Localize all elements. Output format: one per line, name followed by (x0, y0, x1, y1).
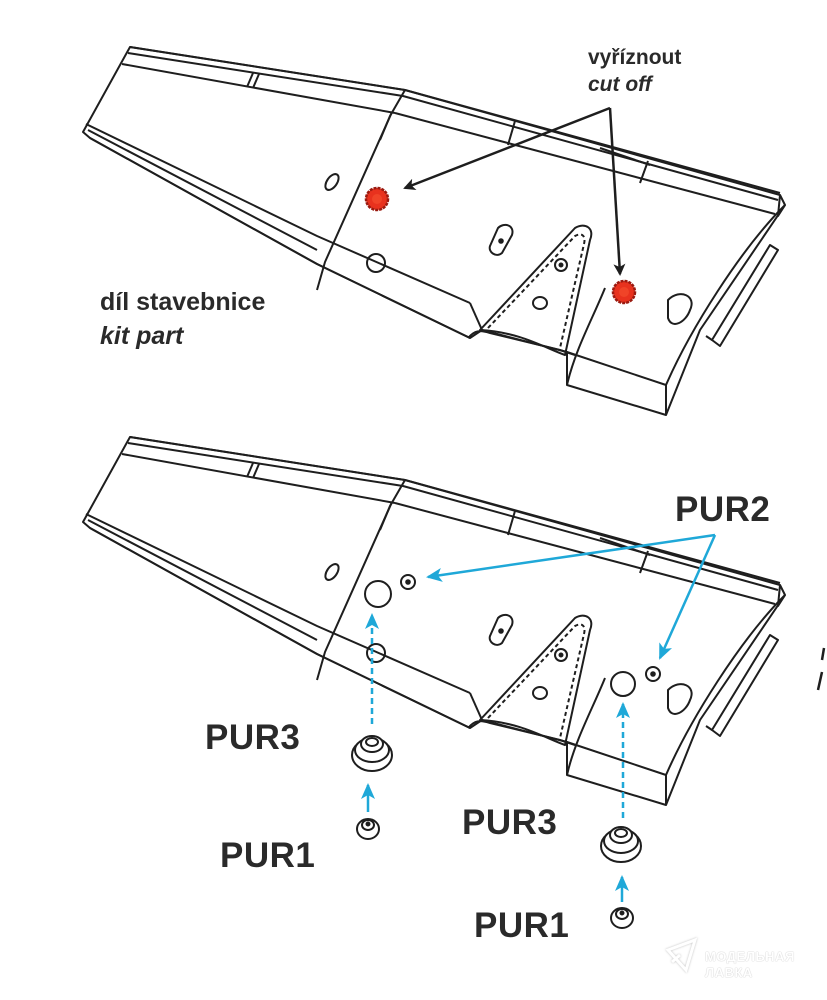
pur-stack-left (351, 613, 393, 840)
cut-marker-left (364, 186, 390, 212)
kit-part-label-cz: díl stavebnice (100, 288, 266, 316)
cut-marker-right (611, 279, 637, 305)
kit-part-label-en: kit part (100, 322, 184, 350)
pur1-part-left (356, 818, 380, 840)
pur2-arrows (426, 533, 717, 660)
pur-holes (364, 574, 661, 697)
pur3-label-left: PUR3 (205, 718, 301, 757)
pur3-part-left (351, 735, 393, 772)
watermark-line1: МОДЕЛЬНАЯ (705, 949, 795, 964)
watermark-line2: ЛАВКА (705, 965, 753, 980)
pur1-part-right (610, 907, 634, 929)
paper-plane-icon (665, 937, 698, 973)
cropped-text-fragment (816, 647, 826, 691)
pur1-label-right: PUR1 (474, 906, 570, 945)
pur1-label-left: PUR1 (220, 836, 316, 875)
cut-off-arrows (403, 106, 626, 276)
pur3-label-right: PUR3 (462, 803, 558, 842)
wing-kit-part (82, 46, 786, 416)
cut-off-label-en: cut off (588, 73, 652, 96)
cut-off-label-cz: vyříznout (588, 46, 682, 69)
pur3-part-right (600, 826, 642, 863)
pur-stack-right (600, 702, 642, 929)
pur2-label: PUR2 (675, 490, 771, 529)
